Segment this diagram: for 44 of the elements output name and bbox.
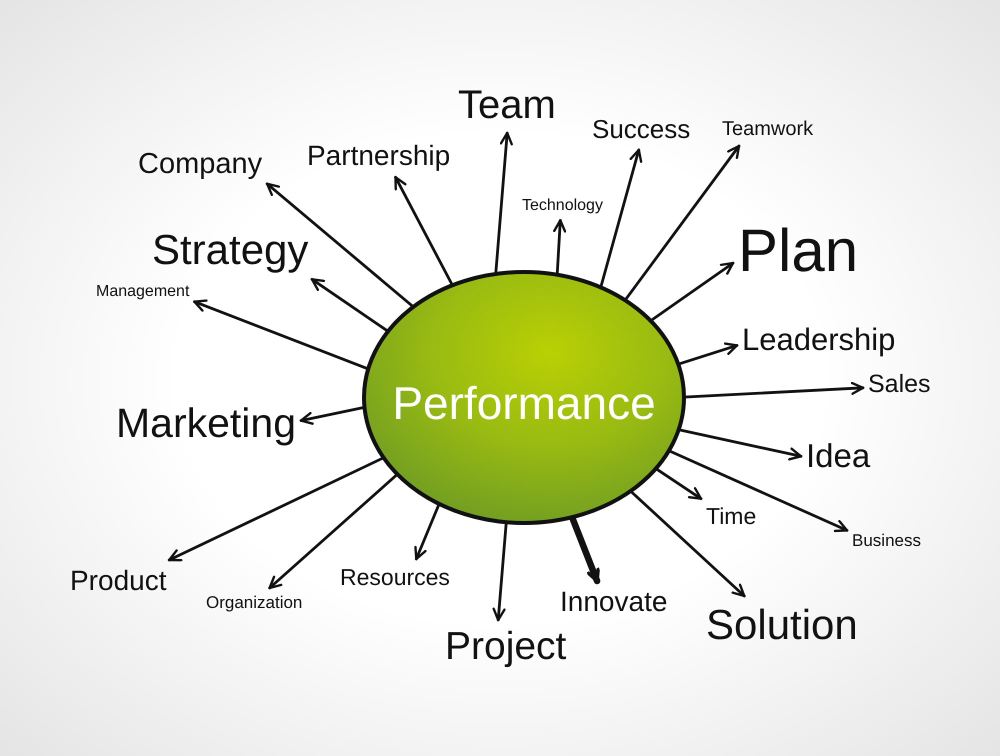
- arrow: [266, 182, 414, 307]
- branch-word: Time: [706, 503, 756, 530]
- arrow: [630, 491, 746, 598]
- branch-word: Success: [592, 115, 690, 145]
- branch-word: Project: [445, 625, 566, 670]
- arrow: [684, 382, 864, 398]
- branch-word: Sales: [868, 370, 931, 399]
- arrow: [494, 132, 513, 274]
- arrow: [268, 474, 398, 590]
- arrow: [300, 406, 364, 425]
- arrow: [193, 299, 368, 370]
- branch-word: Marketing: [116, 400, 296, 448]
- arrow: [553, 219, 566, 274]
- arrow: [679, 428, 802, 460]
- arrow: [678, 342, 738, 365]
- arrow: [624, 144, 740, 300]
- branch-word: Plan: [738, 216, 858, 285]
- arrow: [570, 516, 600, 584]
- branch-word: Product: [70, 565, 166, 598]
- branch-word: Organization: [206, 593, 302, 613]
- branch-word: Technology: [522, 197, 603, 216]
- arrow: [600, 148, 642, 287]
- arrow: [394, 176, 453, 285]
- branch-word: Company: [138, 148, 262, 182]
- arrow: [650, 262, 734, 321]
- arrow: [669, 450, 848, 532]
- branch-word: Business: [852, 531, 921, 551]
- arrow: [492, 522, 508, 622]
- branch-word: Resources: [340, 564, 450, 590]
- branch-word: Innovate: [560, 586, 668, 618]
- branch-word: Partnership: [307, 140, 450, 172]
- central-topic-text: Performance: [392, 377, 656, 430]
- branch-word: Leadership: [742, 322, 896, 358]
- arrow: [168, 457, 384, 562]
- arrow: [310, 278, 388, 332]
- branch-word: Idea: [806, 437, 870, 475]
- central-ellipse: [362, 270, 686, 525]
- branch-word: Teamwork: [722, 118, 814, 141]
- arrow: [414, 504, 440, 560]
- arrow: [656, 468, 702, 500]
- branch-word: Team: [458, 82, 556, 128]
- branch-word: Solution: [706, 601, 858, 650]
- branch-word: Management: [96, 283, 190, 302]
- branch-word: Strategy: [152, 226, 308, 274]
